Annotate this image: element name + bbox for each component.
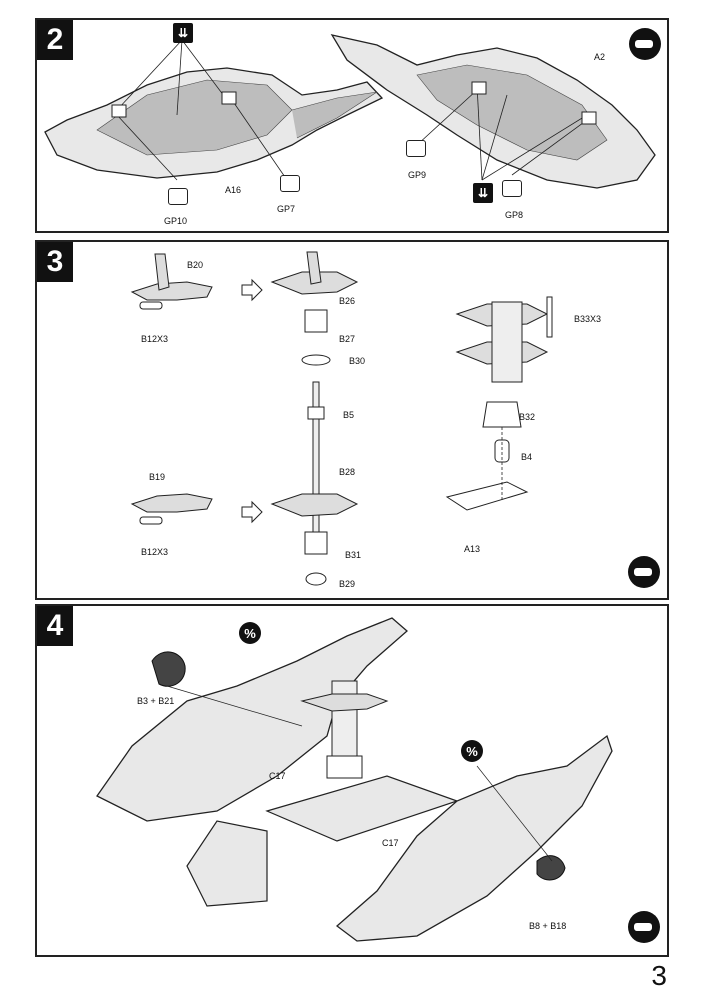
- part-label: A16: [225, 185, 242, 195]
- cut-off-icon: %: [239, 622, 261, 644]
- cut-off-icon: %: [461, 740, 483, 762]
- glue-tube-icon: [628, 556, 660, 588]
- glass-part: [406, 140, 426, 157]
- step-2-panel: 2 ⇊ ⇊ A16 A2 GP10 GP7 GP9 GP8: [35, 18, 669, 233]
- part-label: A13: [464, 544, 481, 554]
- step-3-drawing: [130, 251, 553, 586]
- drill-hole-icon: ⇊: [473, 183, 493, 203]
- glue-tube-icon: [629, 28, 661, 60]
- step-number: 3: [37, 242, 73, 282]
- glass-part: [168, 188, 188, 205]
- part-label: B12X3: [141, 334, 169, 344]
- glass-part: [280, 175, 300, 192]
- step-2-drawing: [44, 34, 656, 189]
- part-label: B12X3: [141, 547, 169, 557]
- drill-hole-icon: ⇊: [173, 23, 193, 43]
- part-label: B28: [339, 467, 356, 477]
- part-label: GP8: [505, 210, 524, 220]
- part-label: B8 + B18: [529, 921, 567, 931]
- step-4-drawing: [96, 617, 613, 942]
- part-label: B29: [339, 579, 356, 589]
- step-3-panel: 3: [35, 240, 669, 600]
- glue-tube-icon: [628, 911, 660, 943]
- part-label: GP7: [277, 204, 296, 214]
- part-label: C17: [269, 771, 286, 781]
- part-label: B31: [345, 550, 362, 560]
- part-label: B27: [339, 334, 356, 344]
- part-label: C17: [382, 838, 399, 848]
- part-label: B5: [343, 410, 355, 420]
- glass-part: [502, 180, 522, 197]
- part-label: GP10: [164, 216, 188, 226]
- part-label: B3 + B21: [137, 696, 175, 706]
- part-label: B33X3: [574, 314, 602, 324]
- page-number: 3: [651, 960, 667, 991]
- part-label: B30: [349, 356, 366, 366]
- step-number: 4: [37, 606, 73, 646]
- part-label: A2: [594, 52, 606, 62]
- step-number: 2: [37, 20, 73, 60]
- part-label: B26: [339, 296, 356, 306]
- part-label: GP9: [408, 170, 427, 180]
- part-label: B19: [149, 472, 166, 482]
- part-label: B4: [521, 452, 533, 462]
- part-label: B32: [519, 412, 536, 422]
- step-4-panel: 4 % % B3 + B21 C17 C17 B8 + B18: [35, 604, 669, 957]
- part-label: B20: [187, 260, 204, 270]
